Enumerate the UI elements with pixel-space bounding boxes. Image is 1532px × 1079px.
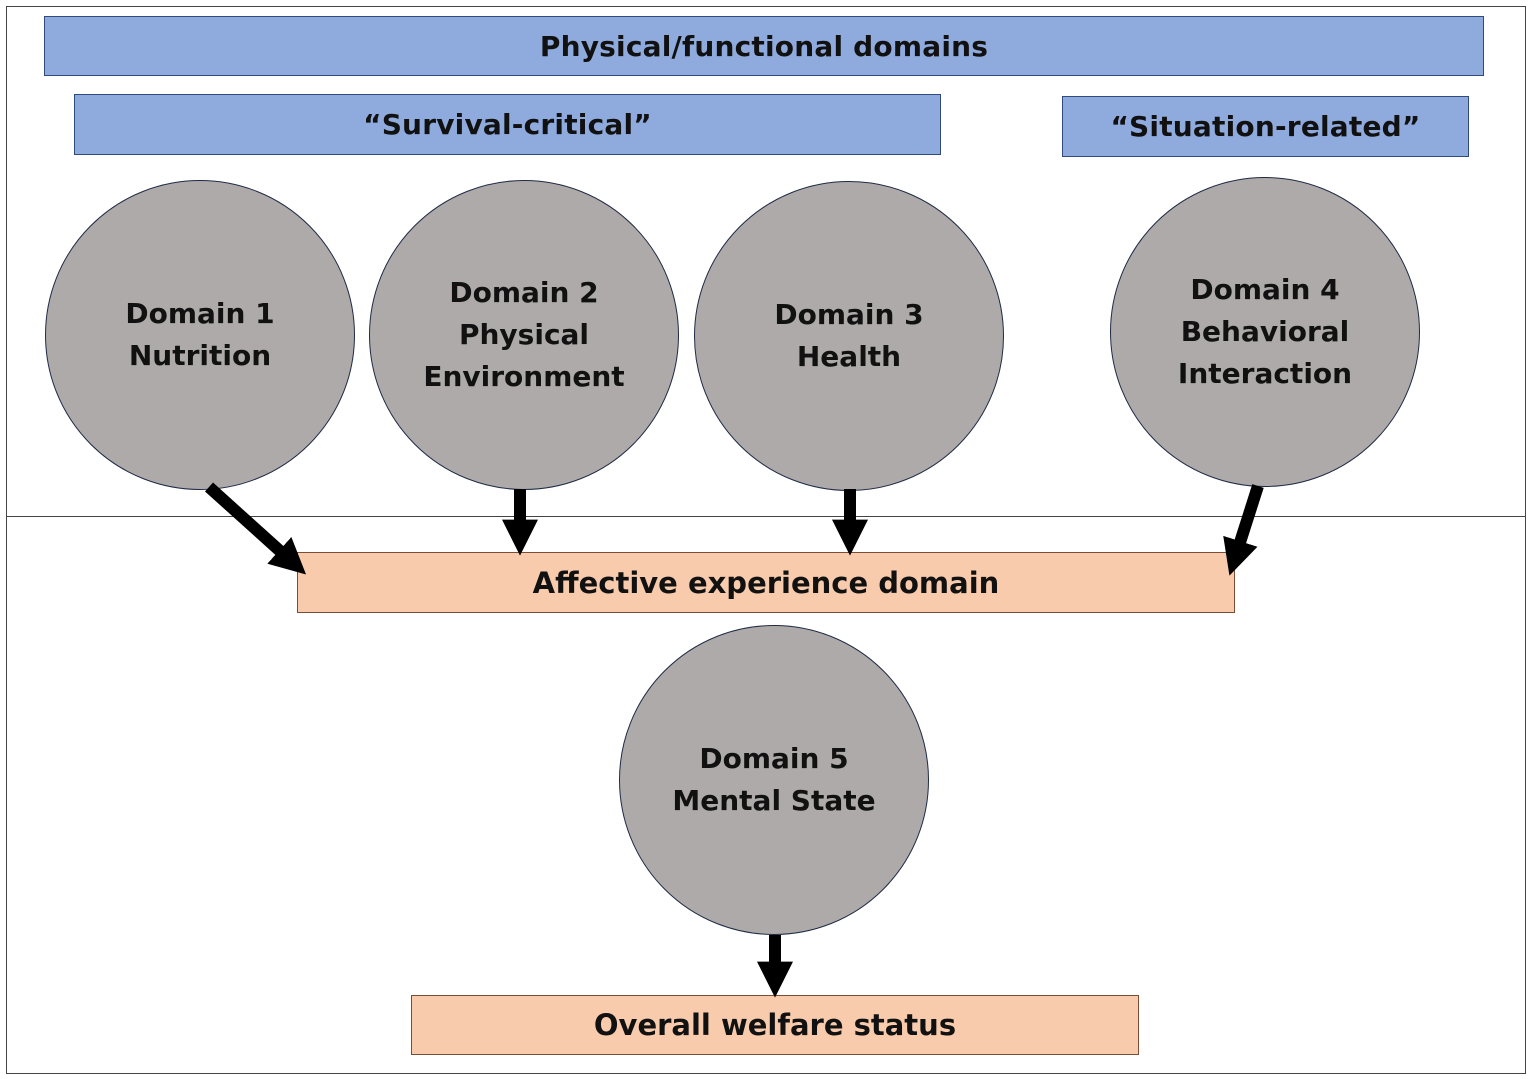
situation-related-header: “Situation-related” xyxy=(1062,96,1469,157)
physical-functional-domains-header: Physical/functional domains xyxy=(44,16,1484,76)
domain-5-title: Domain 5 xyxy=(699,742,849,775)
domain-2-label-line2: Environment xyxy=(423,360,625,393)
domain-2-title: Domain 2 xyxy=(449,276,599,309)
domain-4-label-line2: Interaction xyxy=(1177,357,1353,390)
survival-critical-header: “Survival-critical” xyxy=(74,94,941,155)
diagram-frame xyxy=(6,6,1526,1074)
affective-experience-domain-box: Affective experience domain xyxy=(297,552,1235,613)
domain-1-title: Domain 1 xyxy=(125,297,275,330)
domain-3-title: Domain 3 xyxy=(774,298,924,331)
domain-3-health: Domain 3 Health xyxy=(694,181,1004,491)
domain-4-title: Domain 4 xyxy=(1190,273,1340,306)
section-divider xyxy=(6,516,1526,517)
domain-4-label-line1: Behavioral xyxy=(1180,315,1350,348)
arrow-domain-4-to-affective xyxy=(1223,484,1264,576)
domain-5-label: Mental State xyxy=(672,784,876,817)
domain-4-behavioral-interaction: Domain 4 Behavioral Interaction xyxy=(1110,177,1420,487)
domain-1-nutrition: Domain 1 Nutrition xyxy=(45,180,355,490)
domain-1-label: Nutrition xyxy=(128,339,272,372)
domain-3-label: Health xyxy=(796,340,902,373)
domain-2-label-line1: Physical xyxy=(458,318,590,351)
arrow-domain-1-to-affective xyxy=(204,482,307,575)
domain-5-mental-state: Domain 5 Mental State xyxy=(619,625,929,935)
